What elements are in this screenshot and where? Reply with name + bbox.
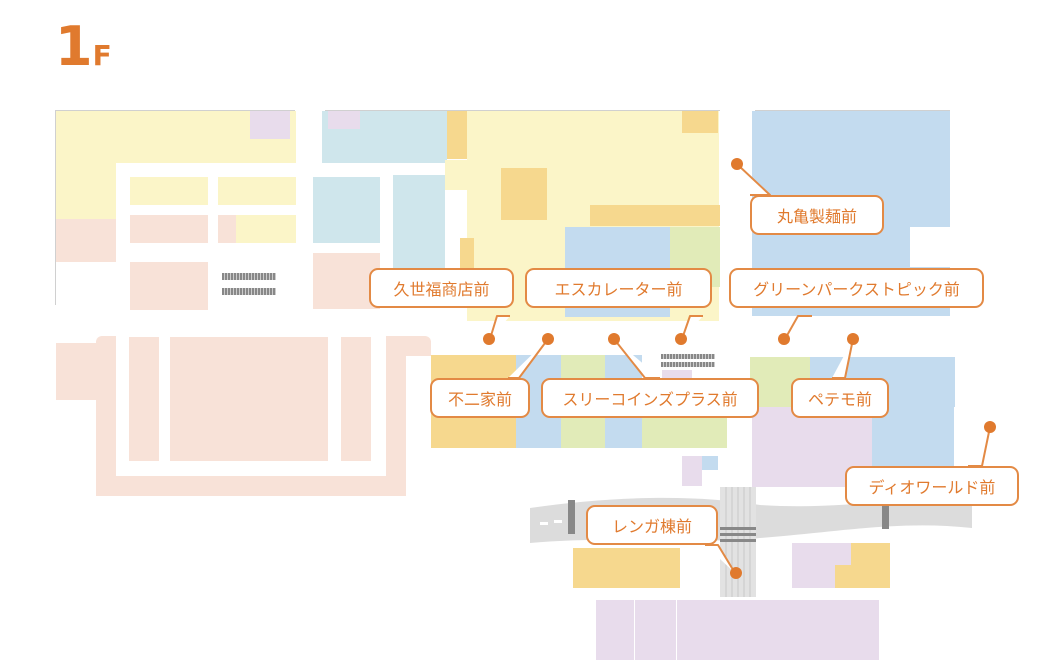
location-marker-escalator[interactable]: [675, 333, 687, 345]
shop-block: [702, 456, 718, 470]
callout-marugame[interactable]: 丸亀製麺前: [750, 195, 884, 235]
shop-block: [328, 111, 360, 129]
shop-block: [56, 219, 116, 262]
location-marker-threecoins[interactable]: [608, 333, 620, 345]
callout-greenpark[interactable]: グリーンパークストピック前: [729, 268, 984, 308]
shop-block: [218, 215, 236, 243]
location-marker-dioworld[interactable]: [984, 421, 996, 433]
escalator-icon: [222, 273, 276, 280]
divider: [634, 600, 635, 660]
map-gap: [910, 227, 950, 267]
shop-block: [662, 370, 692, 380]
shop-block: [218, 177, 296, 205]
location-marker-kuzefuku[interactable]: [483, 333, 495, 345]
shop-block: [170, 337, 328, 461]
shop-block: [250, 111, 290, 139]
callout-dioworld[interactable]: ディオワールド前: [845, 466, 1019, 506]
map-outline: [55, 110, 295, 111]
shop-block: [56, 343, 96, 400]
floor-number: 1: [55, 15, 93, 78]
location-marker-renga[interactable]: [730, 567, 742, 579]
shop-block: [341, 337, 371, 461]
escalator-icon: [661, 354, 715, 359]
shop-block: [313, 177, 380, 243]
floor-title: 1F: [55, 20, 112, 74]
callout-petemo[interactable]: ペテモ前: [791, 378, 889, 418]
shop-block: [313, 253, 380, 309]
map-outline: [755, 110, 950, 111]
shop-block: [236, 215, 296, 243]
shop-block: [835, 543, 851, 565]
shop-block: [792, 543, 842, 588]
shop-block: [386, 336, 431, 356]
shop-block: [445, 160, 470, 190]
shop-block: [56, 111, 116, 224]
shop-block: [129, 337, 159, 461]
escalator-icon: [222, 288, 276, 295]
map-outline: [55, 110, 56, 305]
callout-renga[interactable]: レンガ棟前: [586, 505, 718, 545]
map-outline: [325, 110, 720, 111]
shop-block: [682, 111, 718, 133]
location-marker-marugame[interactable]: [731, 158, 743, 170]
shop-block: [130, 262, 208, 310]
divider: [676, 600, 677, 660]
shop-block: [596, 600, 879, 660]
shop-block: [130, 177, 208, 205]
shop-block: [447, 111, 467, 159]
shop-block: [682, 456, 702, 486]
shop-block: [130, 215, 208, 243]
shop-block: [393, 175, 445, 270]
location-marker-petemo[interactable]: [847, 333, 859, 345]
escalator-icon: [661, 362, 715, 367]
location-marker-greenpark[interactable]: [778, 333, 790, 345]
location-marker-fujiya[interactable]: [542, 333, 554, 345]
callout-escalator[interactable]: エスカレーター前: [525, 268, 712, 308]
shop-block: [590, 205, 720, 226]
shop-block: [501, 168, 547, 220]
callout-threecoins[interactable]: スリーコインズプラス前: [541, 378, 759, 418]
callout-fujiya[interactable]: 不二家前: [430, 378, 530, 418]
floor-unit: F: [92, 39, 112, 72]
shop-block: [573, 548, 680, 588]
callout-kuzefuku[interactable]: 久世福商店前: [369, 268, 514, 308]
